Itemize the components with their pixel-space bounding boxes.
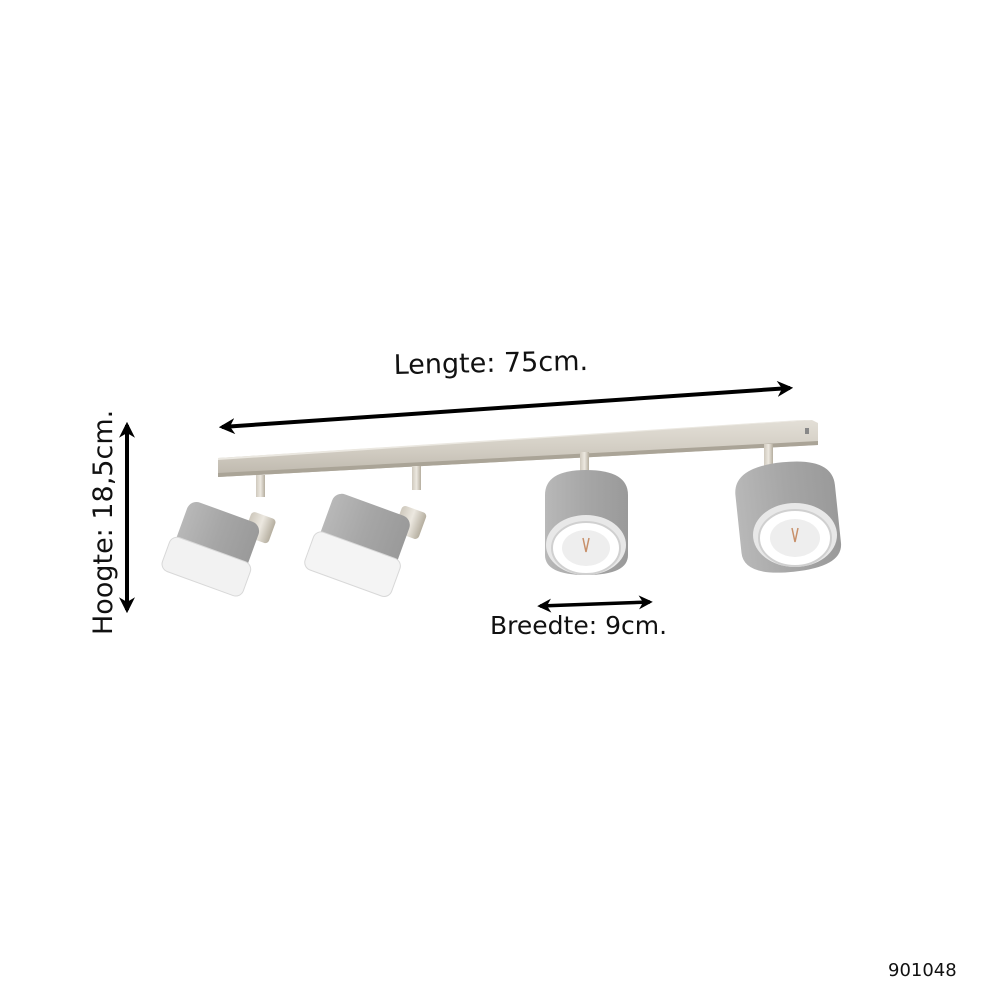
ceiling-bar — [218, 420, 818, 477]
width-label: Breedte: 9cm. — [490, 611, 668, 640]
height-label: Hoogte: 18,5cm. — [88, 409, 119, 635]
spot-3 — [545, 452, 628, 575]
product-code: 901048 — [888, 960, 957, 981]
length-label: Lengte: 75cm. — [393, 345, 589, 381]
spot-2 — [304, 466, 427, 597]
spot-4 — [735, 444, 841, 573]
spot-1 — [161, 475, 276, 597]
width-arrow — [537, 595, 653, 613]
length-arrow — [218, 380, 794, 435]
